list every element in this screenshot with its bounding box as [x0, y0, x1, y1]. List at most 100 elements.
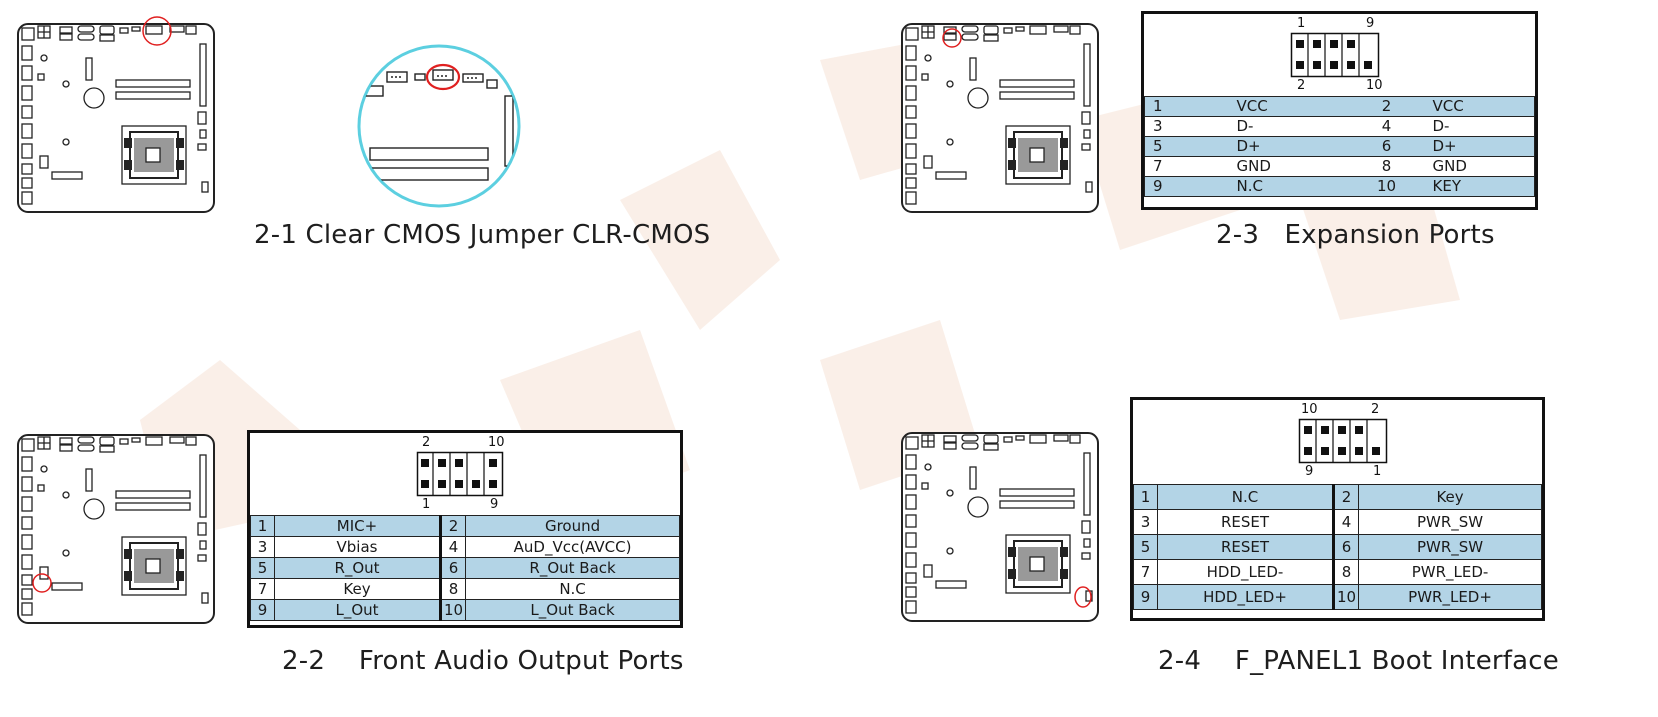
fpanel-cell-signal: HDD_LED+	[1157, 584, 1334, 610]
expansion-cell-pin-number: 10	[1340, 176, 1433, 197]
audio-cell-signal: L_Out	[274, 599, 441, 621]
audio-header-pins-icon	[416, 451, 504, 497]
audio-cell-signal: R_Out Back	[465, 557, 680, 579]
expansion-cell-pin-number: 6	[1340, 136, 1433, 157]
audio-cell-signal: R_Out	[274, 557, 441, 579]
highlight-circle-expansion	[942, 28, 962, 48]
audio-cell-signal: Vbias	[274, 536, 441, 558]
fpanel-cell-signal: Key	[1358, 484, 1542, 510]
fpanel-cell-signal: PWR_SW	[1358, 509, 1542, 535]
audio-cell-signal: MIC+	[274, 515, 441, 537]
fpanel-cell-signal: N.C	[1157, 484, 1334, 510]
expansion-cell-pin-number: 8	[1340, 156, 1433, 177]
fpanel-cell-pin-number: 2	[1331, 484, 1360, 510]
expansion-cell-pin-number: 9	[1144, 176, 1237, 197]
caption-clr-cmos: 2-1 Clear CMOS Jumper CLR-CMOS	[254, 220, 711, 250]
expansion-cell-signal: D+	[1432, 136, 1535, 157]
fpanel-header-pins-icon	[1298, 418, 1388, 464]
motherboard-diagram-clr-cmos	[16, 22, 218, 218]
audio-pin-label-bottom-left: 1	[422, 497, 431, 512]
expansion-pin-label-bottom-right: 10	[1366, 78, 1383, 93]
audio-cell-pin-number: 1	[250, 515, 275, 537]
audio-cell-signal: Key	[274, 578, 441, 600]
expansion-cell-signal: GND	[1236, 156, 1341, 177]
expansion-header-pins-icon	[1290, 32, 1380, 78]
expansion-pin-label-bottom-left: 2	[1297, 78, 1306, 93]
fpanel-cell-pin-number: 5	[1133, 534, 1158, 560]
expansion-cell-signal: N.C	[1236, 176, 1341, 197]
audio-cell-pin-number: 5	[250, 557, 275, 579]
fpanel-pin-label-bottom-left: 9	[1305, 464, 1314, 479]
audio-cell-pin-number: 4	[438, 536, 467, 558]
expansion-cell-pin-number: 7	[1144, 156, 1237, 177]
audio-cell-pin-number: 6	[438, 557, 467, 579]
fpanel-cell-signal: RESET	[1157, 509, 1334, 535]
fpanel-pin-label-top-left: 10	[1301, 402, 1318, 417]
fpanel-cell-pin-number: 9	[1133, 584, 1158, 610]
audio-cell-pin-number: 10	[438, 599, 467, 621]
fpanel-cell-pin-number: 1	[1133, 484, 1158, 510]
fpanel-pin-label-top-right: 2	[1371, 402, 1380, 417]
fpanel-cell-pin-number: 7	[1133, 559, 1158, 585]
expansion-cell-pin-number: 1	[1144, 96, 1237, 117]
expansion-cell-pin-number: 2	[1340, 96, 1433, 117]
audio-pin-label-bottom-right: 9	[490, 497, 499, 512]
expansion-cell-signal: VCC	[1432, 96, 1535, 117]
expansion-cell-signal: D-	[1236, 116, 1341, 137]
fpanel-cell-pin-number: 4	[1331, 509, 1360, 535]
fpanel-cell-pin-number: 3	[1133, 509, 1158, 535]
highlight-circle-fpanel	[1074, 586, 1092, 608]
fpanel-pin-label-bottom-right: 1	[1373, 464, 1382, 479]
caption-expansion: 2-3 Expansion Ports	[1216, 220, 1495, 250]
fpanel-cell-pin-number: 8	[1331, 559, 1360, 585]
caption-audio: 2-2 Front Audio Output Ports	[282, 646, 684, 676]
expansion-pin-label-top-left: 1	[1297, 16, 1306, 31]
expansion-cell-signal: D+	[1236, 136, 1341, 157]
audio-cell-pin-number: 9	[250, 599, 275, 621]
expansion-cell-signal: KEY	[1432, 176, 1535, 197]
expansion-cell-pin-number: 5	[1144, 136, 1237, 157]
motherboard-diagram-expansion	[900, 22, 1102, 218]
audio-cell-pin-number: 7	[250, 578, 275, 600]
expansion-cell-signal: VCC	[1236, 96, 1341, 117]
audio-cell-signal: N.C	[465, 578, 680, 600]
audio-cell-pin-number: 2	[438, 515, 467, 537]
fpanel-cell-pin-number: 10	[1331, 584, 1360, 610]
expansion-pin-label-top-right: 9	[1366, 16, 1375, 31]
motherboard-diagram-audio	[16, 433, 218, 629]
caption-fpanel: 2-4 F_PANEL1 Boot Interface	[1158, 646, 1559, 676]
motherboard-diagram-fpanel	[900, 431, 1102, 627]
audio-pin-label-top-right: 10	[488, 435, 505, 450]
expansion-cell-signal: GND	[1432, 156, 1535, 177]
highlight-circle-clr-cmos	[142, 16, 172, 46]
expansion-cell-signal: D-	[1432, 116, 1535, 137]
fpanel-cell-signal: PWR_SW	[1358, 534, 1542, 560]
fpanel-cell-pin-number: 6	[1331, 534, 1360, 560]
audio-cell-signal: Ground	[465, 515, 680, 537]
highlight-circle-audio	[32, 573, 52, 593]
audio-cell-pin-number: 8	[438, 578, 467, 600]
fpanel-cell-signal: PWR_LED-	[1358, 559, 1542, 585]
audio-pin-label-top-left: 2	[422, 435, 431, 450]
audio-cell-signal: AuD_Vcc(AVCC)	[465, 536, 680, 558]
